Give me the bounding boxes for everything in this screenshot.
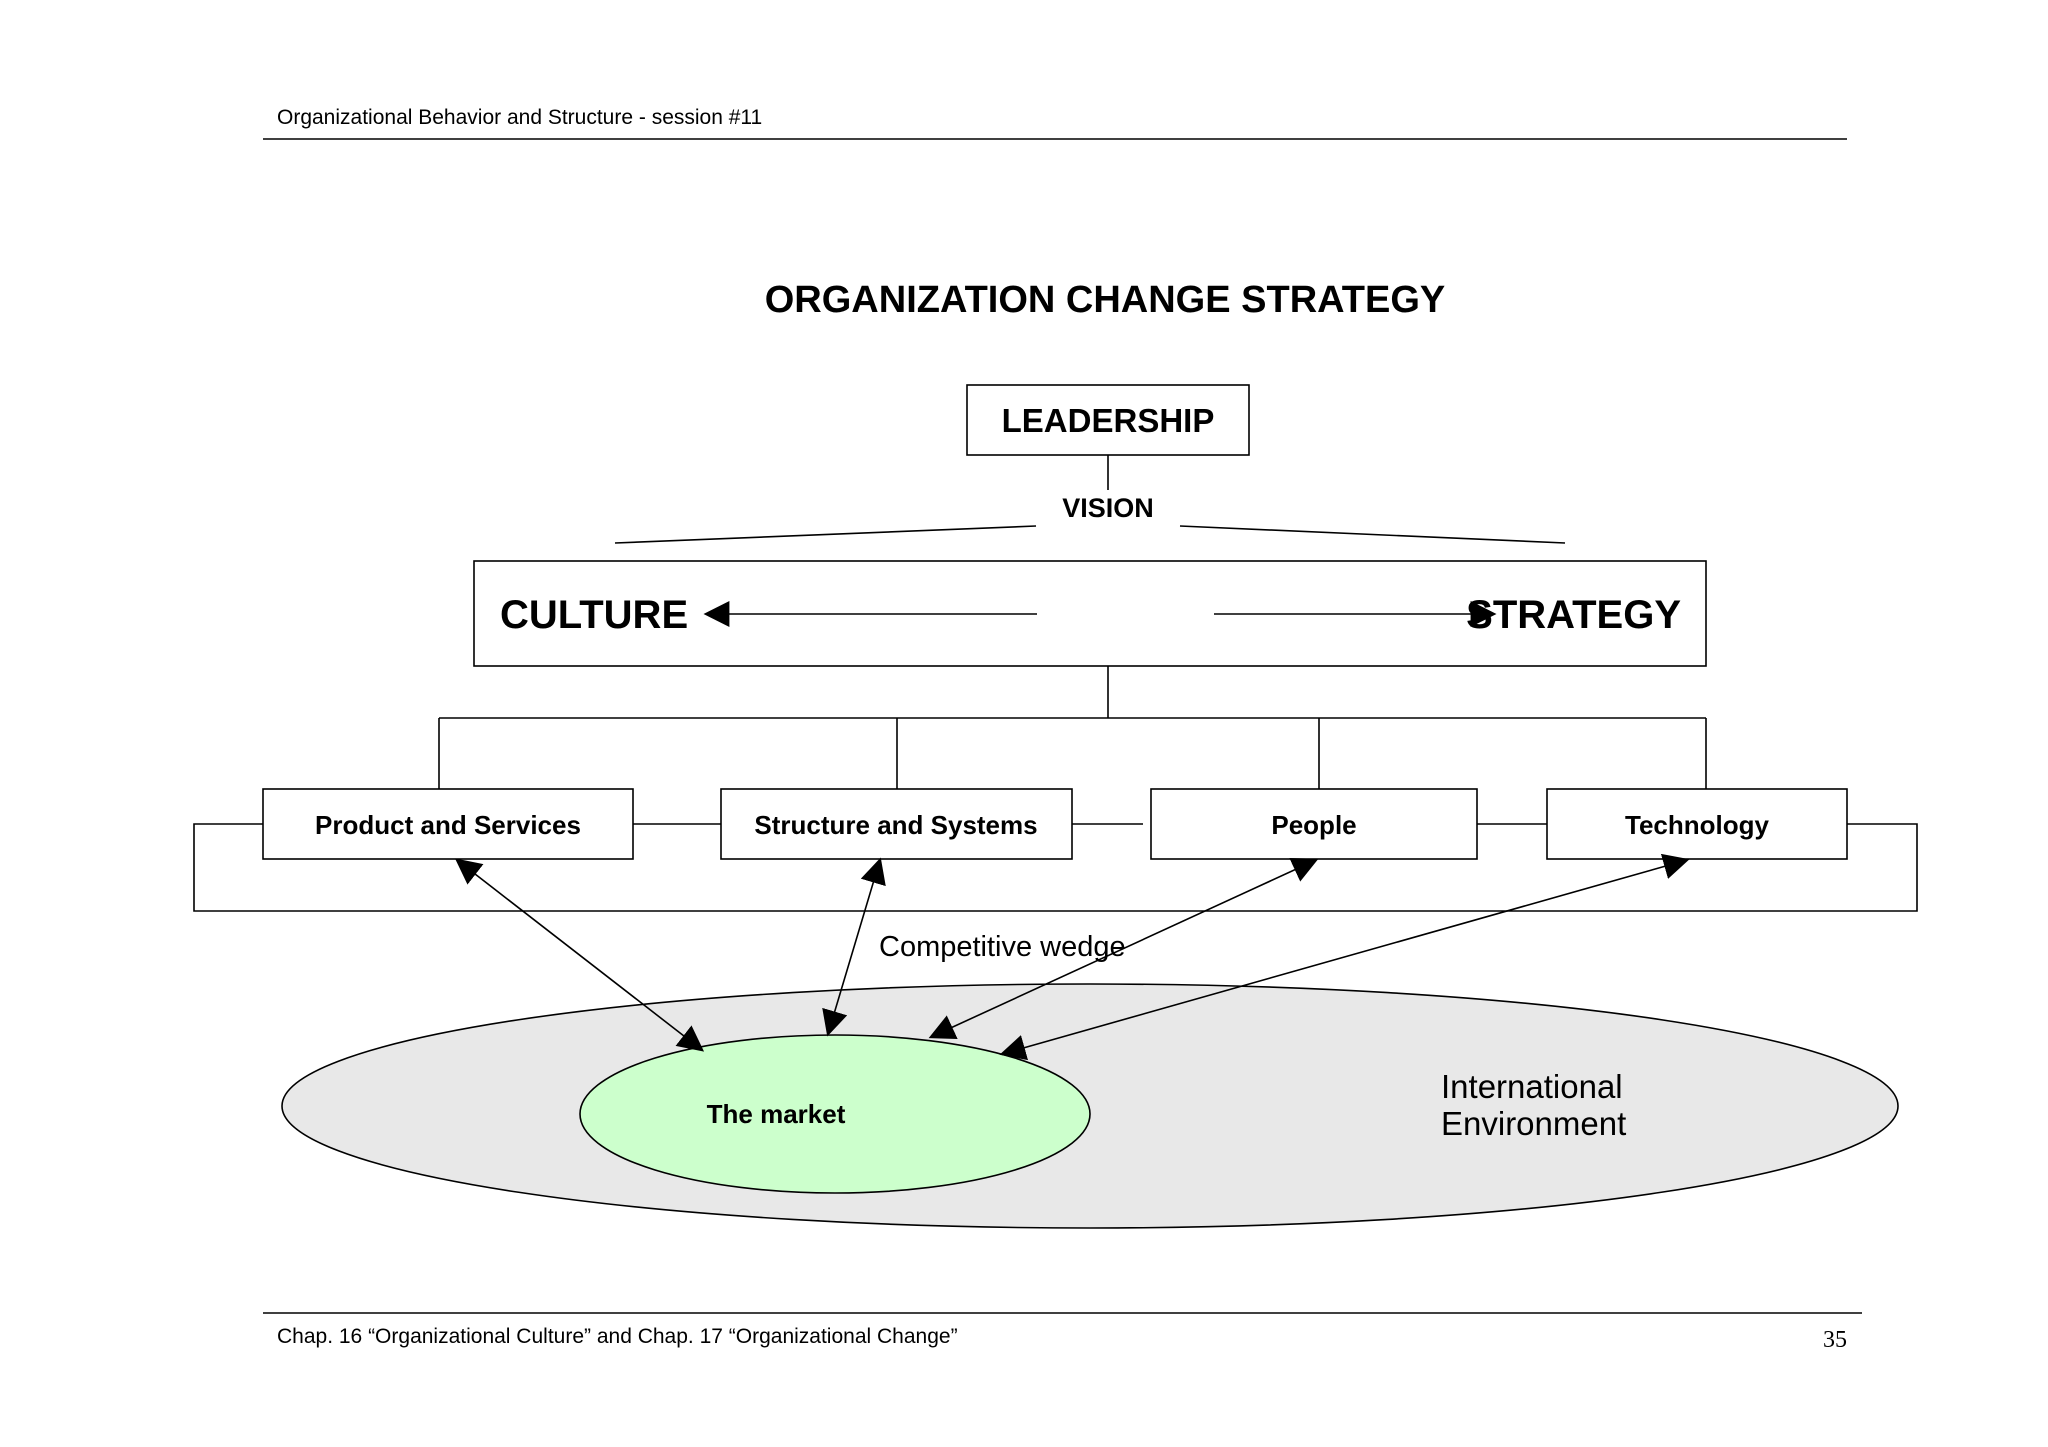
lever-box-technology (1546, 788, 1848, 860)
lever-box-product-services (262, 788, 634, 860)
lever-label-technology: Technology (1625, 810, 1770, 840)
lever-label-structure-systems: Structure and Systems (754, 810, 1037, 840)
arrow-structure-market (822, 857, 886, 1037)
competitive-wedge-label: Competitive wedge (879, 931, 1126, 963)
vision-line-left (614, 525, 1037, 544)
environment-label-line2: Environment (1441, 1105, 1626, 1142)
diagram-title: ORGANIZATION CHANGE STRATEGY (765, 279, 1445, 321)
lever-box-people (1150, 788, 1478, 860)
arrow-product-market (454, 858, 705, 1052)
lever-label-people: People (1271, 810, 1356, 840)
international-environment-ellipse (281, 983, 1899, 1229)
culture-strategy-box (473, 560, 1707, 667)
lever-label-product-services: Product and Services (315, 810, 581, 840)
arrow-technology-market (999, 853, 1690, 1061)
lever-box-structure-systems (720, 788, 1073, 860)
market-label: The market (707, 1099, 846, 1129)
header-text: Organizational Behavior and Structure - … (277, 106, 762, 129)
environment-label-line1: International (1441, 1068, 1623, 1105)
strategy-label: STRATEGY (1466, 593, 1681, 637)
footer-text: Chap. 16 “Organizational Culture” and Ch… (277, 1325, 958, 1348)
leadership-label: LEADERSHIP (1002, 402, 1215, 439)
page-number: 35 (1823, 1327, 1847, 1353)
vision-line-right (1179, 525, 1566, 544)
vision-label: VISION (1062, 493, 1154, 523)
culture-label: CULTURE (500, 593, 688, 637)
